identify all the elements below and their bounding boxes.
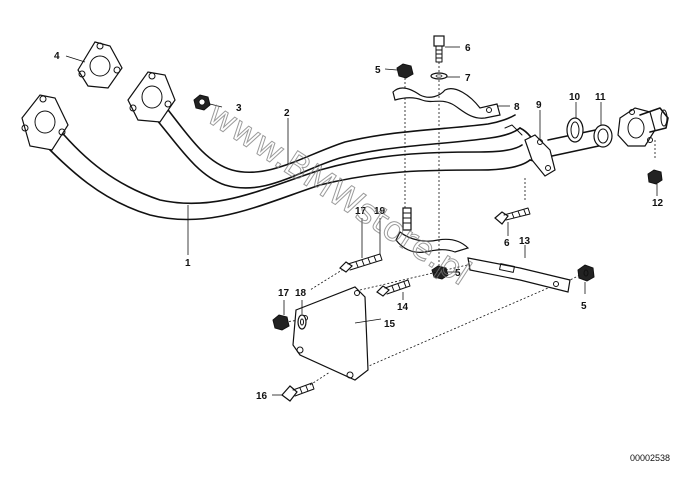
callout-17-top: 17 xyxy=(355,206,367,217)
bracket-13 xyxy=(467,257,571,293)
callout-10: 10 xyxy=(569,92,581,103)
callout-6-lower: 6 xyxy=(504,238,510,249)
callout-16: 16 xyxy=(256,391,268,402)
nut-5-top xyxy=(396,63,414,79)
front-pipe-2 xyxy=(149,105,521,189)
callout-2: 2 xyxy=(284,108,290,119)
nut-17 xyxy=(272,314,290,331)
callout-14: 14 xyxy=(397,302,409,313)
bolt-14 xyxy=(376,279,411,297)
washer-7 xyxy=(430,72,448,80)
bolt-16 xyxy=(281,382,315,402)
callout-11: 11 xyxy=(595,92,606,103)
bolt-19 xyxy=(339,253,383,273)
ring-10 xyxy=(566,117,584,143)
gasket-4 xyxy=(77,41,123,89)
callout-19: 19 xyxy=(374,206,386,217)
callout-5-mid: 5 xyxy=(455,268,461,279)
callout-5-right: 5 xyxy=(581,301,587,312)
reference-number: 00002538 xyxy=(630,453,670,463)
nut-3 xyxy=(193,94,211,111)
washer-18 xyxy=(297,314,307,330)
pipe-end-12 xyxy=(617,107,669,185)
callout-5-top: 5 xyxy=(375,65,381,76)
callout-18: 18 xyxy=(295,288,307,299)
bracket-15 xyxy=(292,286,369,381)
callout-12: 12 xyxy=(652,198,664,209)
callout-9: 9 xyxy=(536,100,542,111)
callout-3: 3 xyxy=(236,103,242,114)
callout-labels: 1 2 3 4 5 6 7 8 9 10 11 12 6 13 5 5 14 1… xyxy=(54,43,664,402)
bolt-6-top xyxy=(433,35,445,63)
watermark: www.BMWstore.pl xyxy=(200,94,478,294)
front-pipe-1 xyxy=(39,127,531,221)
callout-1: 1 xyxy=(185,258,191,269)
callout-13: 13 xyxy=(519,236,531,247)
callout-4: 4 xyxy=(54,51,60,62)
flange-upper xyxy=(127,71,176,123)
nut-5-right xyxy=(577,264,595,282)
callout-17-left: 17 xyxy=(278,288,290,299)
ring-11 xyxy=(593,124,613,148)
callout-15: 15 xyxy=(384,319,396,330)
flange-left xyxy=(21,94,69,151)
callout-7: 7 xyxy=(465,73,471,84)
flange-9 xyxy=(504,124,556,177)
bolt-6-lower xyxy=(494,207,531,225)
callout-leaders xyxy=(65,46,658,396)
callout-6-top: 6 xyxy=(465,43,471,54)
callout-8: 8 xyxy=(514,102,520,113)
clamp-8 xyxy=(392,87,501,119)
clamp-lower xyxy=(395,207,470,280)
